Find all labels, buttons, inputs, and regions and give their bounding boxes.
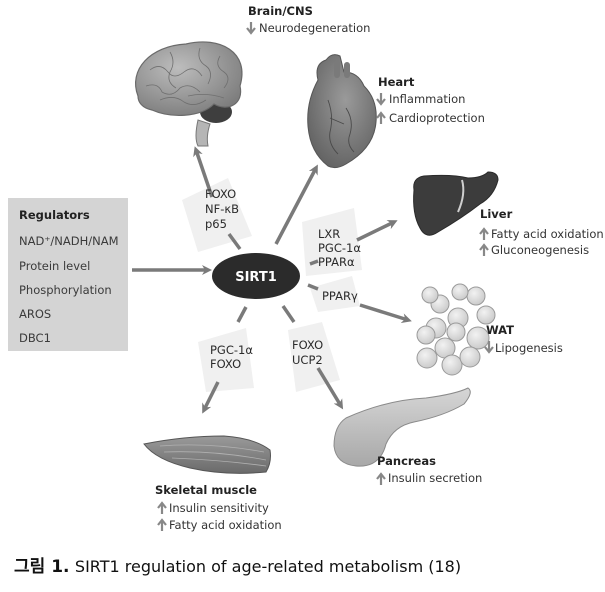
regulators-title: Regulators bbox=[19, 208, 90, 222]
arrow-down-icon bbox=[484, 341, 494, 354]
arrow-up-icon bbox=[479, 243, 489, 256]
heart-effect-2: Cardioprotection bbox=[389, 111, 485, 125]
muscle-labels: Skeletal muscle Insulin sensitivity Fatt… bbox=[155, 483, 282, 532]
heart-illustration bbox=[307, 54, 377, 169]
factor-labels: FOXO NF-κB p65 LXR PGC-1α PPARα PPARγ FO… bbox=[205, 187, 361, 371]
arrow-down-icon bbox=[376, 93, 386, 106]
arrow-liver-segment bbox=[309, 259, 319, 266]
pancreas-title: Pancreas bbox=[377, 454, 436, 468]
brain-labels: Brain/CNS Neurodegeneration bbox=[246, 4, 370, 35]
liver-effect-2: Gluconeogenesis bbox=[491, 243, 589, 257]
factor-liver-2: PGC-1α bbox=[318, 241, 361, 255]
factor-panel-liver bbox=[302, 208, 362, 276]
sirt1-diagram: Regulators NAD⁺/NADH/NAM Protein level P… bbox=[8, 4, 604, 532]
arrow-to-heart bbox=[274, 164, 318, 245]
factor-liver-1: LXR bbox=[318, 227, 340, 241]
regulator-item: AROS bbox=[19, 307, 51, 321]
caption-text: SIRT1 regulation of age-related metaboli… bbox=[74, 557, 462, 576]
liver-effect-1: Fatty acid oxidation bbox=[491, 227, 604, 241]
factor-muscle-2: FOXO bbox=[210, 357, 241, 371]
factor-pancreas-2: UCP2 bbox=[292, 353, 323, 367]
factor-wat-1: PPARγ bbox=[322, 289, 358, 303]
sirt1-ellipse bbox=[212, 253, 300, 299]
wat-effect-1: Lipogenesis bbox=[495, 341, 563, 355]
arrow-to-brain bbox=[193, 146, 214, 198]
muscle-illustration bbox=[143, 435, 271, 474]
factor-liver-3: PPARα bbox=[318, 255, 355, 269]
brain-effect-1: Neurodegeneration bbox=[259, 21, 370, 35]
heart-labels: Heart Inflammation Cardioprotection bbox=[376, 75, 485, 125]
pancreas-effect-1: Insulin secretion bbox=[388, 471, 482, 485]
heart-title: Heart bbox=[378, 75, 415, 89]
arrows bbox=[132, 146, 412, 414]
arrow-muscle-segment bbox=[236, 306, 248, 323]
liver-title: Liver bbox=[480, 207, 513, 221]
arrow-down-icon bbox=[246, 22, 256, 35]
muscle-title: Skeletal muscle bbox=[155, 483, 257, 497]
regulator-item: Protein level bbox=[19, 259, 90, 273]
arrow-pancreas-segment bbox=[281, 305, 296, 323]
factor-panels bbox=[182, 178, 362, 392]
regulator-item: DBC1 bbox=[19, 331, 51, 345]
muscle-effect-2: Fatty acid oxidation bbox=[169, 518, 282, 532]
factor-brain-1: FOXO bbox=[205, 187, 236, 201]
arrow-up-icon bbox=[157, 518, 167, 531]
liver-labels: Liver Fatty acid oxidation Gluconeogenes… bbox=[479, 207, 604, 257]
regulators-background bbox=[8, 198, 128, 351]
liver-illustration bbox=[413, 171, 499, 236]
arrow-up-icon bbox=[376, 111, 386, 124]
pancreas-labels: Pancreas Insulin secretion bbox=[376, 454, 482, 485]
arrow-up-icon bbox=[376, 472, 386, 485]
factor-panel-wat bbox=[310, 276, 360, 312]
factor-panel-pancreas bbox=[288, 322, 340, 392]
brain-illustration bbox=[135, 41, 243, 147]
arrow-to-muscle bbox=[202, 381, 220, 414]
wat-illustration bbox=[416, 283, 496, 376]
arrow-up-icon bbox=[157, 501, 167, 514]
regulators-box: Regulators NAD⁺/NADH/NAM Protein level P… bbox=[8, 198, 128, 351]
factor-brain-2: NF-κB bbox=[205, 202, 239, 216]
arrow-up-icon bbox=[479, 227, 489, 240]
arrow-wat-segment bbox=[307, 283, 319, 291]
factor-pancreas-1: FOXO bbox=[292, 338, 323, 352]
arrow-brain-segment bbox=[227, 232, 242, 251]
arrow-to-wat bbox=[359, 303, 412, 323]
sirt1-label: SIRT1 bbox=[235, 270, 277, 285]
factor-panel-brain bbox=[182, 178, 252, 252]
factor-brain-3: p65 bbox=[205, 217, 227, 231]
brain-title: Brain/CNS bbox=[248, 4, 313, 18]
figure-caption: 그림 1. SIRT1 regulation of age-related me… bbox=[14, 552, 461, 577]
pancreas-illustration bbox=[333, 387, 471, 467]
caption-prefix: 그림 1. bbox=[14, 557, 70, 577]
muscle-effect-1: Insulin sensitivity bbox=[169, 501, 269, 515]
arrow-to-liver bbox=[356, 220, 398, 242]
regulator-item: Phosphorylation bbox=[19, 283, 112, 297]
arrow-to-pancreas bbox=[316, 367, 344, 410]
wat-labels: WAT Lipogenesis bbox=[484, 323, 563, 355]
factor-muscle-1: PGC-1α bbox=[210, 343, 253, 357]
heart-effect-1: Inflammation bbox=[389, 92, 465, 106]
factor-panel-muscle bbox=[198, 328, 254, 392]
wat-title: WAT bbox=[486, 323, 514, 337]
regulator-item: NAD⁺/NADH/NAM bbox=[19, 234, 119, 248]
sirt1-node: SIRT1 bbox=[212, 253, 300, 299]
